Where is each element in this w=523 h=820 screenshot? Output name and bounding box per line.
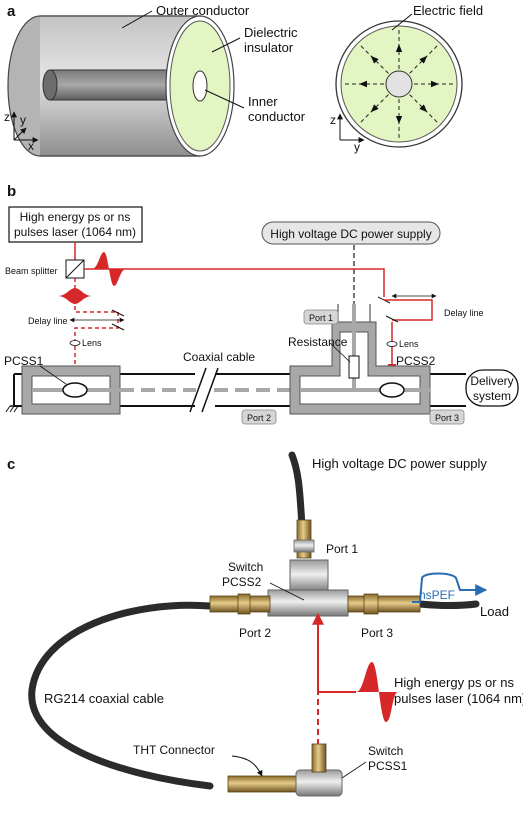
- delivery-label-1: Delivery: [470, 374, 513, 388]
- switch-pcss2-body: [267, 589, 349, 617]
- axis-x-left: x: [28, 139, 34, 153]
- switch-bottom-label-2: PCSS1: [368, 759, 408, 773]
- load-cable: [416, 600, 480, 609]
- panel-a-label: a: [7, 3, 16, 20]
- port2-label-b: Port 2: [247, 413, 271, 423]
- lens-left: [69, 340, 81, 346]
- laser-pulse-c: [356, 662, 398, 722]
- axes-left: z y x: [4, 110, 39, 153]
- axis-z-right: z: [330, 113, 336, 127]
- port3-label-b: Port 3: [435, 413, 459, 423]
- load-label: Load: [480, 604, 509, 619]
- field-arrow: [431, 80, 439, 88]
- panel-c-label: c: [7, 456, 15, 473]
- rg214-label: RG214 coaxial cable: [44, 691, 164, 706]
- port2-label-c: Port 2: [239, 626, 271, 640]
- panel-b-label: b: [7, 183, 16, 200]
- inner-conductor-label-2: conductor: [248, 109, 306, 124]
- laser-label-c-1: High energy ps or ns: [394, 675, 514, 690]
- laser-pulse-top: [92, 252, 126, 286]
- nspef-label: nsPEF: [419, 588, 455, 602]
- laser-label-2: pulses laser (1064 nm): [14, 225, 136, 239]
- axes-right: z y: [330, 113, 365, 154]
- delay-line-right-label: Delay line: [444, 308, 484, 318]
- dielectric-label-2: insulator: [244, 40, 294, 55]
- coax-cylinder: [7, 15, 235, 157]
- electric-field-section: [335, 20, 463, 148]
- axis-z-left: z: [4, 110, 10, 124]
- laser-label-1: High energy ps or ns: [20, 210, 131, 224]
- coaxial-cable-label: Coaxial cable: [183, 350, 255, 364]
- resistance-label: Resistance: [288, 335, 348, 349]
- tht-label: THT Connector: [133, 743, 215, 757]
- field-arrow: [370, 104, 379, 113]
- delivery-label-2: system: [473, 389, 511, 403]
- field-arrow: [370, 55, 379, 64]
- delay-line-left-label: Delay line: [28, 316, 68, 326]
- field-arrow: [359, 80, 367, 88]
- panel-b: b High energy ps or ns pulses laser (106…: [4, 183, 519, 425]
- panel-a: a Outer conductor Dielectric insulator I…: [4, 3, 483, 157]
- resistance-element: [348, 355, 360, 379]
- pcss2-switch: [379, 382, 405, 398]
- field-arrow: [419, 104, 428, 113]
- hv-supply-label-c: High voltage DC power supply: [312, 456, 487, 471]
- outer-conductor-label: Outer conductor: [156, 3, 250, 18]
- port3-badge: [429, 409, 465, 425]
- axis-y-left: y: [20, 113, 26, 127]
- inner-conductor-face: [192, 70, 208, 102]
- pcss1-label: PCSS1: [4, 354, 44, 368]
- lens-left-label: Lens: [82, 338, 102, 348]
- port1-label-b: Port 1: [309, 313, 333, 323]
- lens-right-label: Lens: [399, 339, 419, 349]
- dielectric-label-1: Dielectric: [244, 25, 298, 40]
- hv-supply-box: [261, 221, 441, 245]
- inner-conductor-label-1: Inner: [248, 94, 278, 109]
- field-arrow: [419, 55, 428, 64]
- switch-top-label-2: PCSS2: [222, 575, 262, 589]
- field-lines: [342, 27, 456, 141]
- port3-label-c: Port 3: [361, 626, 393, 640]
- tee-body-c: [289, 559, 329, 593]
- tht-connector: [227, 775, 299, 793]
- nspef-pulse: [412, 572, 488, 603]
- beam-splitter-label: Beam splitter: [5, 266, 58, 276]
- hv-supply-label: High voltage DC power supply: [270, 227, 431, 241]
- laser-label-c-2: pulses laser (1064 nm): [394, 691, 523, 706]
- panel-c: c nsPEF Load High voltage DC power suppl…: [7, 451, 523, 797]
- switch-bottom-label-1: Switch: [368, 744, 403, 758]
- laser-beam-right: [84, 268, 385, 297]
- delivery-system-box: [465, 369, 519, 407]
- rg214-cable: [28, 601, 214, 790]
- lens-right: [386, 341, 398, 347]
- port1-badge: [303, 309, 339, 325]
- switch-pcss1-body: [295, 769, 343, 797]
- port3-connector: [347, 595, 421, 613]
- switch-top-label-1: Switch: [228, 560, 263, 574]
- pcss1-switch: [62, 382, 88, 398]
- port2-badge: [241, 409, 277, 425]
- hv-cable: [288, 451, 306, 529]
- electric-field-label: Electric field: [413, 3, 483, 18]
- field-arrow: [395, 116, 403, 124]
- axis-y-right: y: [354, 140, 360, 154]
- field-arrow: [395, 44, 403, 52]
- pcss2-label: PCSS2: [396, 354, 436, 368]
- port1-label-c: Port 1: [326, 542, 358, 556]
